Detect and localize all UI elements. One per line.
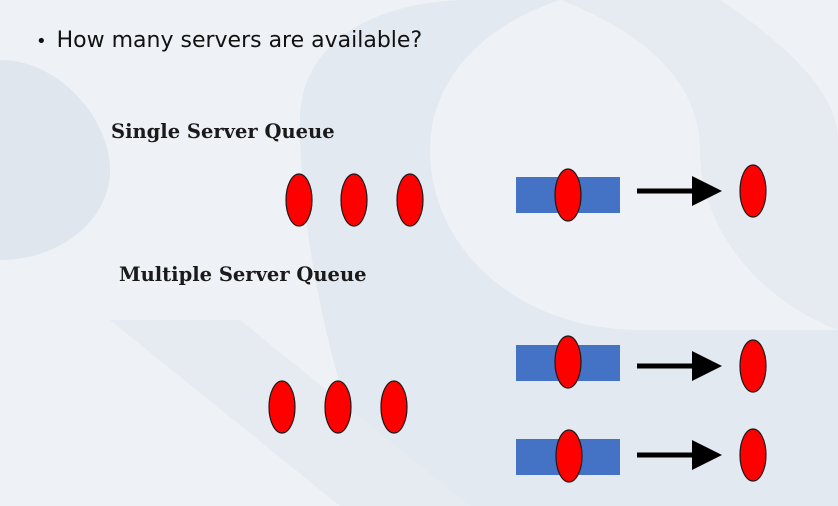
customer-in-service-icon [554,335,582,389]
departed-customer-icon [739,164,767,218]
waiting-customer-icon [396,173,424,227]
waiting-customer-icon [324,380,352,434]
customer-in-service-icon [555,429,583,483]
multiple-server-queue-label: Multiple Server Queue [119,263,367,286]
bullet-point: • How many servers are available? [36,28,422,53]
waiting-customer-icon [285,173,313,227]
multiple-server-queue [268,335,767,483]
departed-customer-icon [739,428,767,482]
watermark-shape-left [0,60,110,260]
customer-in-service-icon [554,168,582,222]
bullet-text: How many servers are available? [56,28,423,53]
single-server-queue [285,164,767,227]
watermark-shape-right [560,0,838,330]
waiting-customer-icon [380,380,408,434]
bullet-icon: • [36,31,47,52]
single-server-queue-label: Single Server Queue [111,120,335,143]
waiting-customer-icon [340,173,368,227]
departed-customer-icon [739,339,767,393]
waiting-customer-icon [268,380,296,434]
